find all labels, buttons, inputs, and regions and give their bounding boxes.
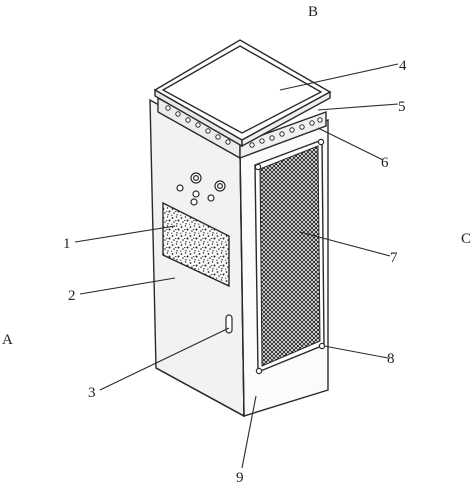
view-label-b: B bbox=[308, 4, 318, 20]
callout-6: 6 bbox=[381, 155, 389, 171]
callout-8: 8 bbox=[387, 351, 395, 367]
view-label-c: C bbox=[461, 231, 471, 247]
door-handle bbox=[225, 314, 233, 334]
callout-7: 7 bbox=[390, 250, 398, 266]
roof-inner-edge bbox=[161, 45, 323, 134]
callout-1: 1 bbox=[63, 236, 71, 252]
band-holes bbox=[165, 105, 323, 148]
callout-4: 4 bbox=[399, 58, 407, 74]
callout-2: 2 bbox=[68, 288, 76, 304]
callout-3: 3 bbox=[88, 385, 96, 401]
frame-screws bbox=[254, 138, 326, 375]
callout-9: 9 bbox=[236, 470, 244, 486]
control-buttons bbox=[176, 172, 226, 206]
roof-right-skirt bbox=[241, 90, 331, 148]
side-mesh-7 bbox=[259, 145, 321, 367]
callout-5: 5 bbox=[398, 99, 406, 115]
front-panel-1 bbox=[162, 201, 230, 288]
leader-lines bbox=[74, 63, 399, 469]
view-label-a: A bbox=[2, 332, 13, 348]
